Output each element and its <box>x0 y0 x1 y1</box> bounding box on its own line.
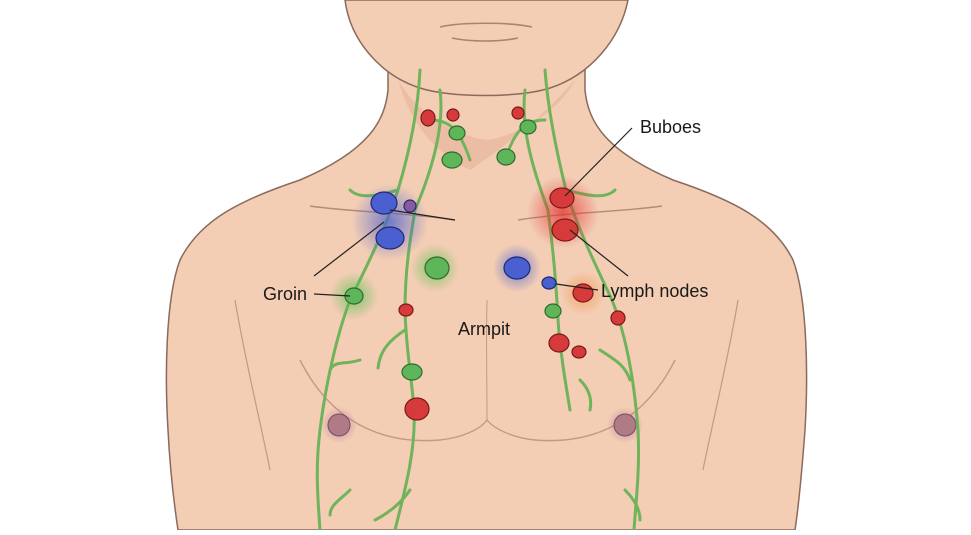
label-groin: Groin <box>263 284 307 305</box>
nipple-left <box>328 414 350 436</box>
label-buboes: Buboes <box>640 117 701 138</box>
label-lymph-nodes: Lymph nodes <box>601 281 708 302</box>
nipple-right <box>614 414 636 436</box>
label-armpit: Armpit <box>458 319 510 340</box>
